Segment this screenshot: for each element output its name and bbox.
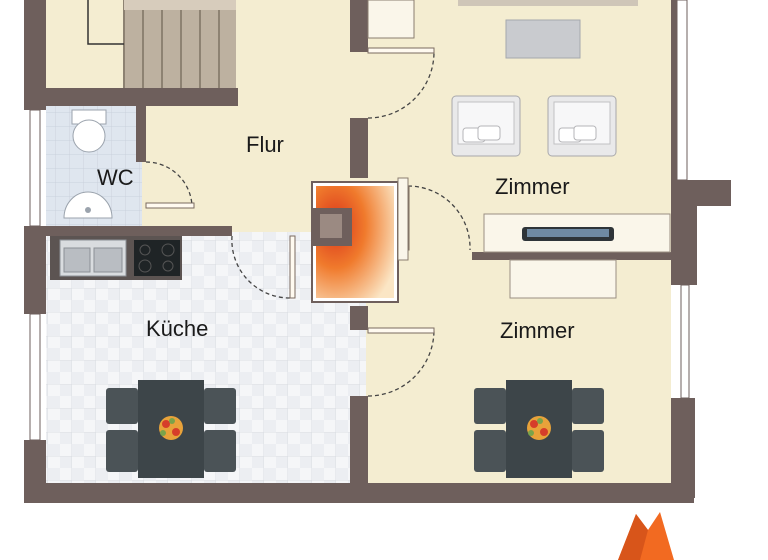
coffee-table-icon: [505, 19, 581, 59]
armchair-icon: [547, 95, 617, 157]
kitchen-counter: [50, 236, 182, 280]
staircase: [87, 0, 236, 88]
north-arrow-icon: [618, 512, 674, 560]
door-swing-icons: [145, 51, 471, 397]
room-label-zimmer-top: Zimmer: [495, 174, 570, 199]
door-swing-icon: [145, 161, 193, 207]
windows: [29, 0, 690, 441]
door-swing-icon: [367, 329, 435, 397]
dining-table-icon: [106, 380, 236, 478]
cabinet: [367, 0, 638, 39]
flower-bowl-icon: [159, 416, 183, 440]
armchair-icon: [451, 95, 521, 157]
stove-icon: [311, 181, 399, 303]
cooktop-icon: [134, 240, 180, 276]
toilet-icon: [71, 109, 107, 153]
walls: [24, 0, 731, 503]
room-label-flur: Flur: [246, 132, 284, 157]
dining-table-icon: [474, 380, 604, 478]
door-swing-icon: [407, 185, 471, 251]
desk: [509, 259, 617, 299]
flower-bowl-icon: [527, 416, 551, 440]
doorframe: [397, 177, 409, 261]
washbasin-icon: [63, 191, 113, 219]
kitchen-sink-icon: [59, 239, 127, 277]
room-label-kueche: Küche: [146, 316, 208, 341]
room-label-zimmer-bottom: Zimmer: [500, 318, 575, 343]
tv-sideboard-icon: [483, 213, 671, 253]
room-label-wc: WC: [97, 165, 134, 190]
door-swing-icon: [367, 51, 435, 119]
